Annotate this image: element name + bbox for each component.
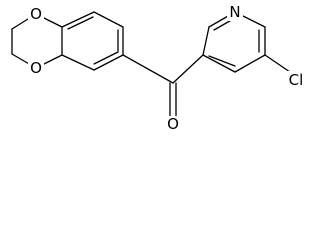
bond-benz-c7-c8 [93, 11, 124, 28]
atom-bg-o-bottom [28, 59, 44, 77]
atom-bg-o-carbonyl [165, 116, 181, 134]
bond-benz-c5-c6 [93, 54, 124, 71]
bond-benz-c8-c8a [61, 11, 95, 28]
bond-pyr-c4-c3 [202, 54, 236, 73]
bond-benz-inner-2 [67, 16, 94, 30]
bond-benz-carbonyl [122, 54, 174, 84]
atom-n-pyridine: N [229, 3, 240, 21]
atom-o-carbonyl: O [167, 115, 179, 133]
atom-o-top: O [30, 5, 42, 23]
atom-bg-o-top [28, 5, 44, 23]
structure-diagram: O O N Cl O [11, 3, 308, 134]
atom-bg-cl [284, 71, 308, 89]
bond-pyr-c3-c2 [202, 26, 210, 56]
atom-o-bottom: O [30, 59, 42, 77]
molecule-canvas: O O N Cl O [11, 3, 308, 134]
bond-c5-cl [264, 54, 291, 73]
bond-pyr-c5-c4 [234, 54, 266, 73]
bond-benz-c4a-c5 [61, 54, 95, 71]
bond-benz-inner-1 [93, 51, 119, 65]
bond-carbonyl-pyridine [172, 54, 204, 84]
atom-cl: Cl [289, 71, 304, 89]
bond-pyr-inner-3 [208, 55, 236, 67]
atom-bg-n [227, 3, 243, 21]
